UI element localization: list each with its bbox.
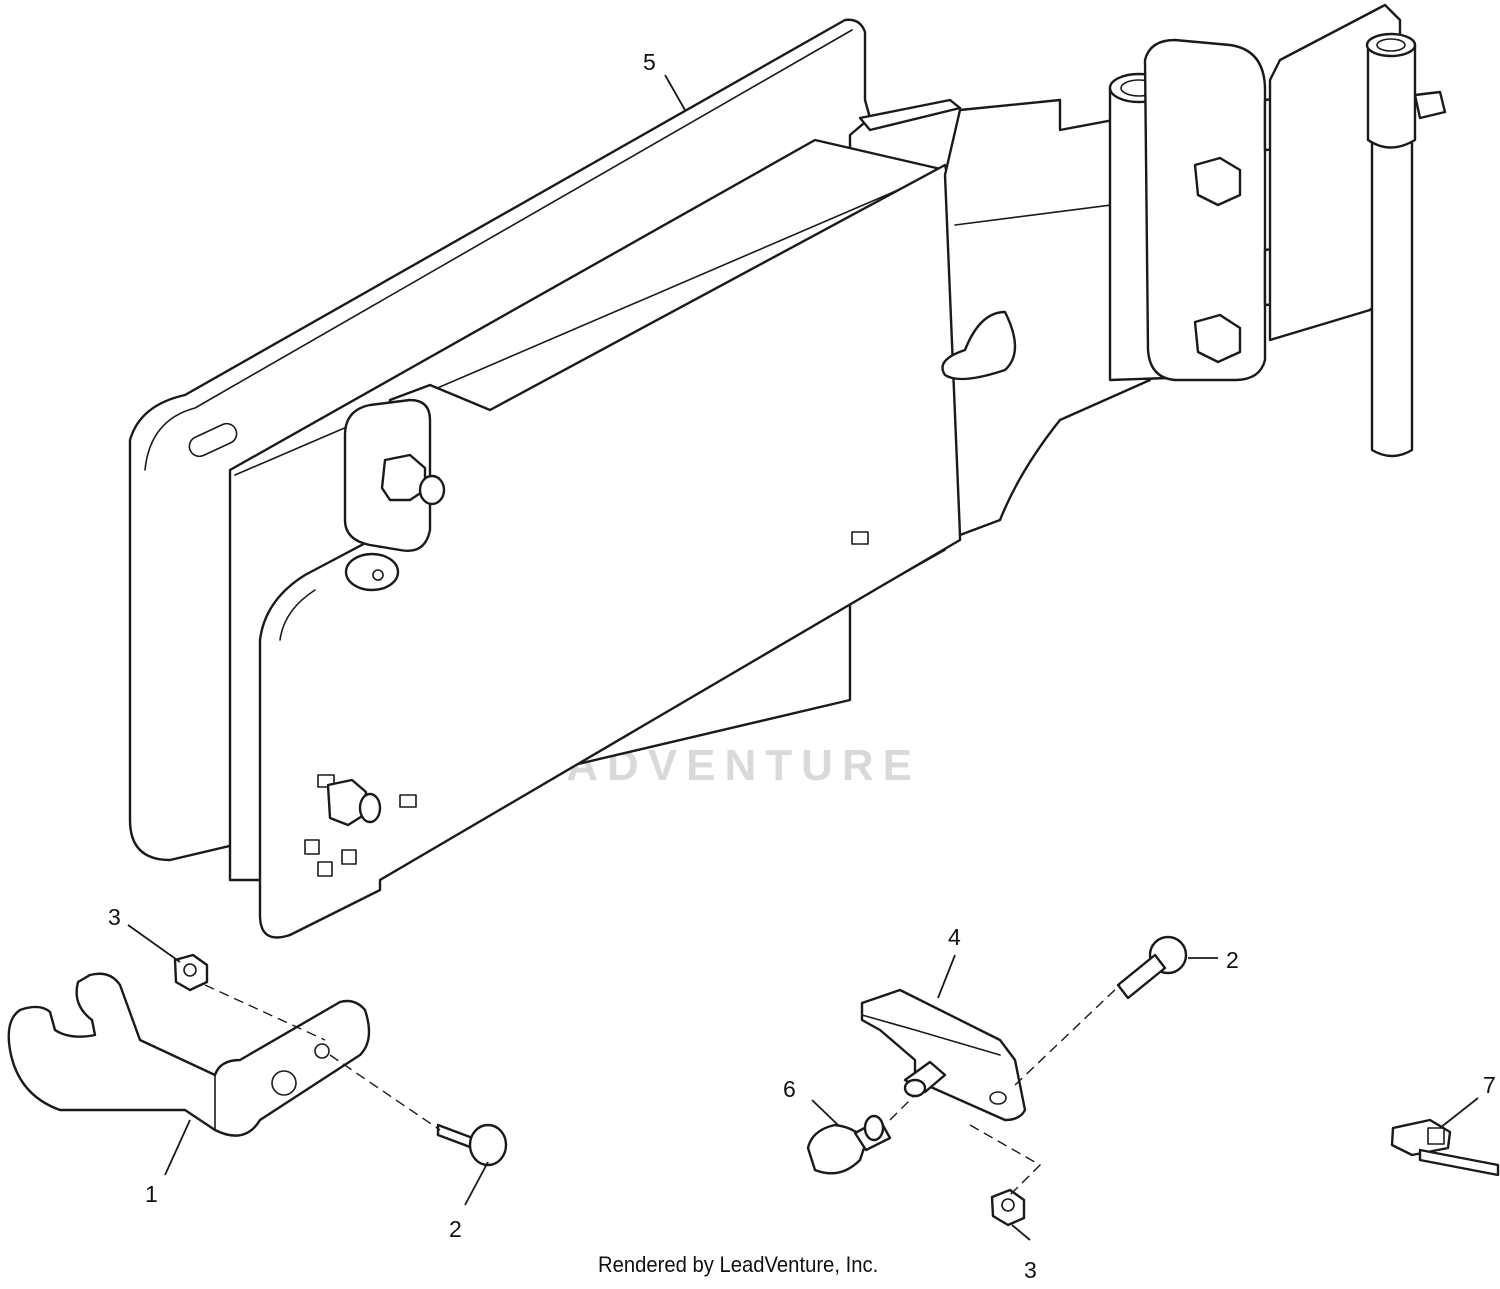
part-3-nut-left	[173, 953, 209, 992]
part-7-spring-clip	[1390, 1118, 1500, 1177]
render-credit: Rendered by LeadVenture, Inc.	[598, 1252, 879, 1277]
callout-2-left: 2	[449, 1216, 462, 1242]
part-2-bolt-left	[436, 1123, 508, 1167]
part-3-nut-bottom	[990, 1188, 1026, 1227]
callout-4: 4	[948, 924, 961, 950]
part-6-clip	[806, 1114, 892, 1175]
callout-6: 6	[783, 1076, 796, 1102]
callout-5: 5	[643, 49, 656, 75]
leader-lines	[127, 74, 1479, 1241]
part-5-mount-bracket	[128, 3, 1447, 939]
part-2-bolt-right	[1116, 935, 1188, 1000]
callout-3-left: 3	[108, 904, 121, 930]
callout-3-bottom: 3	[1024, 1257, 1037, 1283]
callout-1: 1	[145, 1181, 158, 1207]
part-1-hook-bracket	[7, 972, 371, 1137]
callouts: 5 3 1 2 4 2 6 3 7	[108, 49, 1496, 1283]
part-4-latch-bracket	[860, 988, 1027, 1122]
callout-2-right: 2	[1226, 947, 1239, 973]
assembly-lines	[204, 984, 1121, 1196]
callout-7: 7	[1483, 1072, 1496, 1098]
